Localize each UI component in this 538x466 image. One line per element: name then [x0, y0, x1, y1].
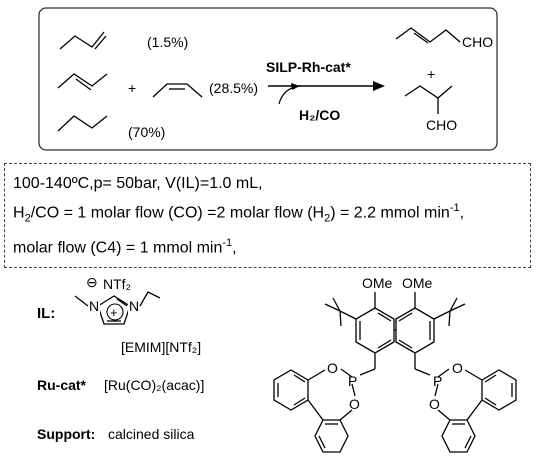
conditions-line-2: H2/CO = 1 molar flow (CO) =2 molar flow … [13, 202, 465, 225]
n1-label: N [89, 298, 99, 314]
butene-1-structure [59, 31, 105, 50]
o-left-2: O [349, 396, 360, 412]
imidazolium-ring [97, 295, 131, 325]
pentenal-structure [395, 27, 461, 43]
support-value: calcined silica [108, 426, 195, 442]
il-name: [EMIM][NTf₂] [121, 339, 201, 355]
aldehyde-1: CHO [462, 34, 493, 50]
ligand-structure [273, 292, 517, 453]
ru-cat-formula: [Ru(CO)₂(acac)] [104, 377, 204, 393]
plus-right: + [427, 66, 435, 82]
ome-left: OMe [362, 275, 393, 291]
conditions-line-1: 100-140ºC,p= 50bar, V(IL)=1.0 mL, [13, 175, 263, 192]
catalyst-label: SILP-Rh-cat* [266, 59, 351, 75]
anion-charge: ⊖ [86, 274, 98, 290]
anion-name: NTf₂ [103, 276, 131, 292]
trans-2-butene-structure [57, 73, 108, 89]
p-right: P [433, 373, 442, 389]
pct-2-butene: (28.5%) [209, 80, 258, 96]
gas-label: H₂/CO [299, 107, 340, 123]
butane-structure [57, 115, 108, 132]
p-left: P [348, 373, 357, 389]
conditions-box: 100-140ºC,p= 50bar, V(IL)=1.0 mL, H2/CO … [4, 163, 531, 268]
aldehyde-2: CHO [426, 117, 457, 133]
o-left-1: O [327, 360, 338, 376]
pct-1-butene: (1.5%) [147, 34, 188, 50]
plus-left: + [128, 80, 136, 96]
n2-label: N [129, 298, 139, 314]
ru-cat-label: Ru-cat* [37, 377, 87, 393]
pct-butane: (70%) [128, 124, 165, 140]
o-right-1: O [452, 360, 463, 376]
reaction-box [38, 7, 498, 151]
cis-2-butene-structure [152, 83, 203, 98]
methylbutanal-structure [404, 85, 453, 99]
conditions-line-3: molar flow (C4) = 1 mmol min-1, [13, 236, 237, 256]
o-right-2: O [429, 396, 440, 412]
il-label: IL: [37, 305, 55, 322]
support-label: Support: [37, 426, 95, 442]
cation-plus: + [110, 305, 118, 320]
ome-right: OMe [402, 275, 433, 291]
